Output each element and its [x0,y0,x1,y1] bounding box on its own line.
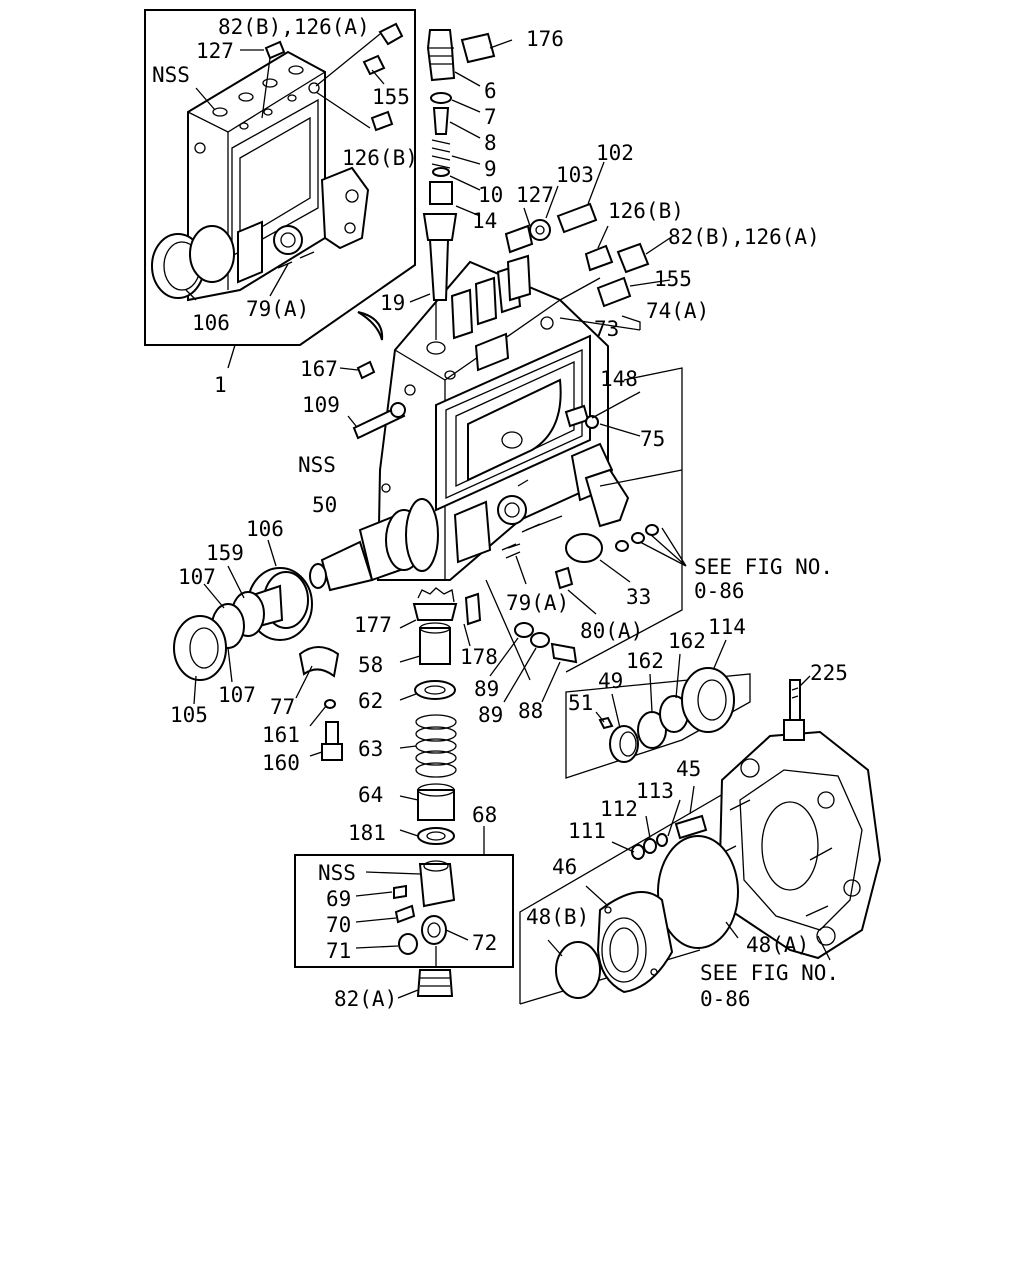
pointer-arc [357,311,384,341]
label-102: 102 [596,141,634,165]
label-73: 73 [594,317,619,341]
label-7: 7 [484,105,497,129]
label-6: 6 [484,79,497,103]
label-162-b: 162 [626,649,664,673]
label-see-fig-1: SEE FIG NO. [694,555,833,579]
label-159: 159 [206,541,244,565]
label-177: 177 [354,613,392,637]
label-161: 161 [262,723,300,747]
label-106-top: 106 [192,311,230,335]
left-bearings [173,539,313,705]
label-69: 69 [326,887,351,911]
label-0-86-2: 0-86 [700,987,751,1011]
callout-labels: 82(B),126(A) 127 NSS 155 126(B) 106 79(A… [152,15,848,1011]
label-162-a: 162 [668,629,706,653]
label-51: 51 [568,691,593,715]
label-9: 9 [484,157,497,181]
label-111: 111 [568,819,606,843]
label-167: 167 [300,357,338,381]
label-126b: 126(B) [608,199,684,223]
label-8: 8 [484,131,497,155]
label-114: 114 [708,615,746,639]
label-46: 46 [552,855,577,879]
valve-holders [450,254,532,372]
label-49: 49 [598,669,623,693]
label-106: 106 [246,517,284,541]
right-bearing-set [565,639,751,779]
delivery-valve-stack [409,29,513,340]
label-103: 103 [556,163,594,187]
label-176: 176 [526,27,564,51]
label-58: 58 [358,653,383,677]
label-109: 109 [302,393,340,417]
label-62: 62 [358,689,383,713]
label-107-a: 107 [178,565,216,589]
label-50: 50 [312,493,337,517]
label-127: 127 [516,183,554,207]
label-148: 148 [600,367,638,391]
label-14: 14 [472,209,497,233]
label-160: 160 [262,751,300,775]
governor-housing [519,675,882,1005]
label-63: 63 [358,737,383,761]
label-178: 178 [460,645,498,669]
upper-fittings [339,161,671,427]
housing-inset [144,9,416,369]
label-33: 33 [626,585,651,609]
label-70: 70 [326,913,351,937]
label-225: 225 [810,661,848,685]
lever-parts [295,646,343,761]
label-nss-top: NSS [152,63,190,87]
label-68: 68 [472,803,497,827]
insert-68 [294,826,514,968]
label-19: 19 [380,291,405,315]
label-45: 45 [676,757,701,781]
label-1: 1 [214,373,227,397]
label-see-fig-2: SEE FIG NO. [700,961,839,985]
label-10: 10 [478,183,503,207]
label-127-top: 127 [196,39,234,63]
label-112: 112 [600,797,638,821]
label-155-top: 155 [372,85,410,109]
label-79a: 79(A) [506,591,569,615]
label-77: 77 [270,695,295,719]
label-71: 71 [326,939,351,963]
label-126b-top: 126(B) [342,146,418,170]
washers-bolt [489,622,578,703]
label-74a: 74(A) [646,299,709,323]
center-column [397,587,482,999]
label-64: 64 [358,783,383,807]
label-88: 88 [518,699,543,723]
bracket-outline [564,367,687,673]
label-155: 155 [654,267,692,291]
label-89-b: 89 [478,703,503,727]
label-72: 72 [472,931,497,955]
label-105: 105 [170,703,208,727]
label-181: 181 [348,821,386,845]
label-48a: 48(A) [746,933,809,957]
label-79a-top: 79(A) [246,297,309,321]
pump-body [309,254,630,592]
label-0-86-1: 0-86 [694,579,745,603]
label-89-a: 89 [474,677,499,701]
label-80a: 80(A) [580,619,643,643]
label-48b: 48(B) [526,905,589,929]
label-107-b: 107 [218,683,256,707]
label-82b-126a-top: 82(B),126(A) [218,15,370,39]
label-82a: 82(A) [334,987,397,1011]
small-parts-right [485,515,631,681]
label-113: 113 [636,779,674,803]
label-75: 75 [640,427,665,451]
label-nss-bot: NSS [318,861,356,885]
label-nss-mid: NSS [298,453,336,477]
label-82b-126a: 82(B),126(A) [668,225,820,249]
